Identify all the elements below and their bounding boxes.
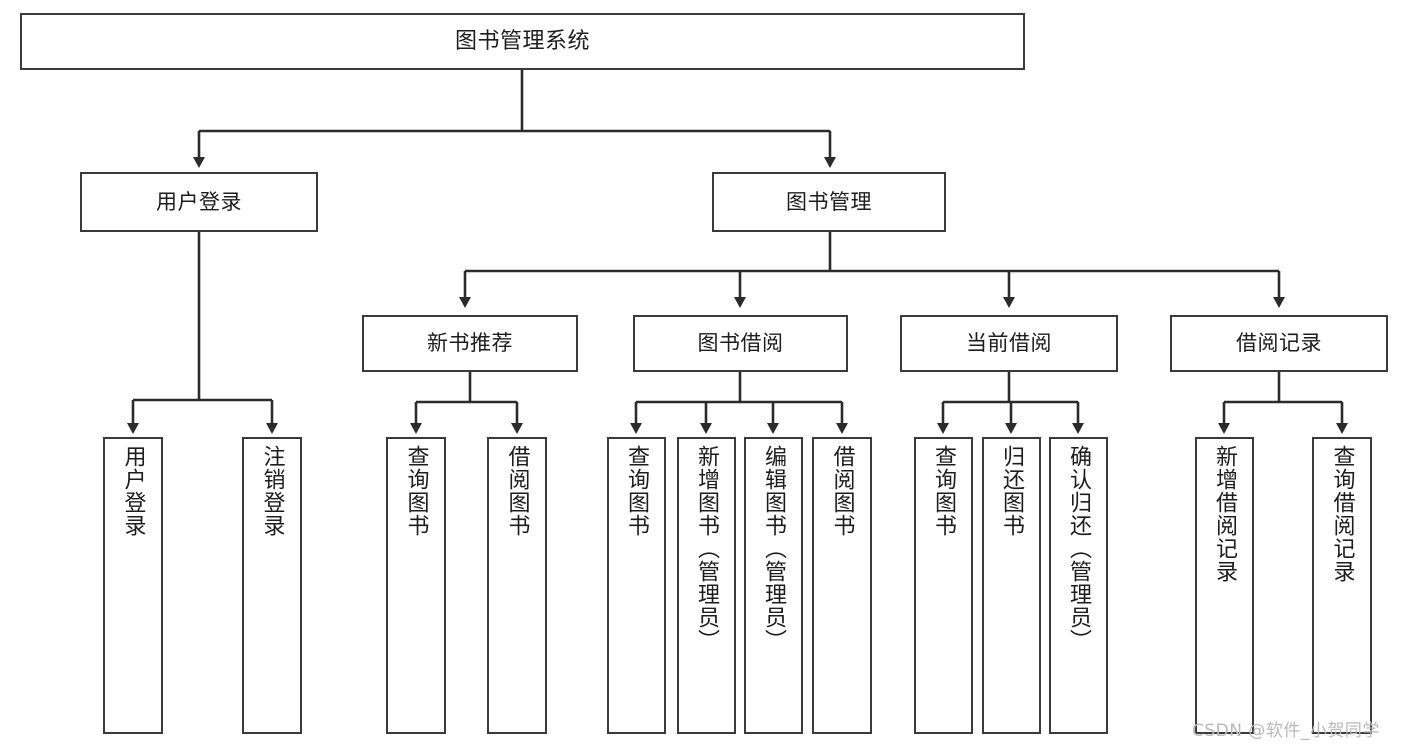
node-label: 查询图书 — [624, 445, 650, 537]
node-leaf-edit-book[interactable]: 编辑图书（管理员） — [744, 437, 803, 734]
node-user-login[interactable]: 用户登录 — [80, 172, 318, 232]
node-label: 借阅图书 — [504, 445, 530, 537]
node-label: 归还图书 — [999, 445, 1025, 537]
node-label: 图书借阅 — [697, 331, 784, 356]
node-label: 新书推荐 — [427, 331, 513, 356]
node-leaf-borrow-book-1[interactable]: 借阅图书 — [487, 437, 547, 734]
node-label: 用户登录 — [156, 189, 242, 214]
node-label: 图书管理 — [786, 189, 872, 214]
node-leaf-confirm-return[interactable]: 确认归还（管理员） — [1049, 437, 1108, 734]
node-leaf-query-book-3[interactable]: 查询图书 — [914, 437, 973, 734]
node-new-book-recommend[interactable]: 新书推荐 — [362, 315, 578, 372]
node-leaf-logout-login[interactable]: 注销登录 — [242, 437, 302, 734]
node-label: 图书管理系统 — [454, 28, 590, 54]
node-leaf-user-login[interactable]: 用户登录 — [103, 437, 163, 734]
node-label: 用户登录 — [120, 445, 146, 537]
node-label: 确认归还（管理员） — [1066, 445, 1092, 652]
node-label: 查询图书 — [403, 445, 429, 537]
node-leaf-add-book[interactable]: 新增图书（管理员） — [677, 437, 736, 734]
node-borrow-record[interactable]: 借阅记录 — [1170, 315, 1388, 372]
node-label: 注销登录 — [259, 445, 285, 537]
node-label: 借阅记录 — [1236, 331, 1322, 356]
node-root-book-management-system[interactable]: 图书管理系统 — [20, 13, 1025, 70]
node-leaf-return-book[interactable]: 归还图书 — [982, 437, 1041, 734]
node-label: 编辑图书（管理员） — [761, 445, 787, 652]
node-label: 新增图书（管理员） — [694, 445, 720, 652]
node-leaf-borrow-book-2[interactable]: 借阅图书 — [812, 437, 872, 734]
csdn-watermark: CSDN @软件_小贺同学 — [1192, 721, 1380, 741]
node-label: 新增借阅记录 — [1212, 445, 1238, 583]
node-leaf-query-book-1[interactable]: 查询图书 — [386, 437, 446, 734]
node-book-management[interactable]: 图书管理 — [712, 172, 946, 232]
node-current-borrow[interactable]: 当前借阅 — [900, 315, 1118, 372]
node-label: 查询图书 — [931, 445, 957, 537]
node-label: 借阅图书 — [829, 445, 855, 537]
node-leaf-query-book-2[interactable]: 查询图书 — [607, 437, 666, 734]
node-label: 当前借阅 — [966, 331, 1052, 356]
node-label: 查询借阅记录 — [1329, 445, 1355, 583]
node-book-borrow[interactable]: 图书借阅 — [633, 315, 848, 372]
node-leaf-add-record[interactable]: 新增借阅记录 — [1195, 437, 1254, 734]
node-leaf-query-record[interactable]: 查询借阅记录 — [1312, 437, 1372, 734]
